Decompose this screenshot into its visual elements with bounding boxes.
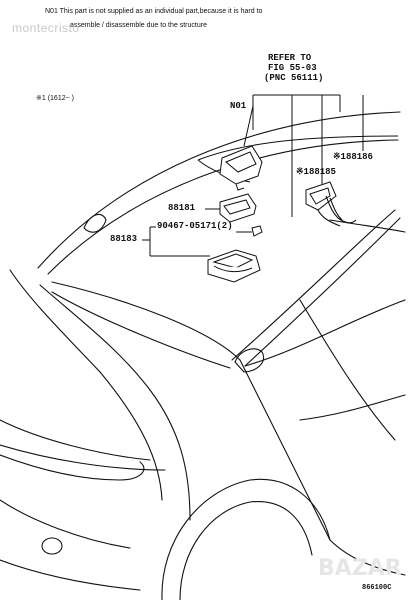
refer-line-2: FIG 55-03 [268,63,317,73]
door-front-edge [239,359,331,541]
a-pillar [231,209,396,361]
front-bumper [0,499,131,549]
side-mirror [234,348,264,373]
site-logo: BAZAR [318,556,402,581]
watermark-text: montecristo [12,21,80,35]
part-88185 [305,181,337,211]
label-88183: 88183 [110,234,138,244]
mirror [83,213,107,233]
part-88183 [207,249,261,283]
hood-front [0,419,151,461]
label-90467: 90467-05171(2) [157,221,233,231]
headlight [0,454,145,481]
part-88181 [219,193,257,223]
footnote-label: ※1 (1612− ) [36,95,74,102]
windshield-top-edge [37,111,401,269]
door-handle-area [329,539,406,576]
label-88181: 88181 [168,203,196,213]
part-88186 [317,195,357,227]
note-line-1: N01 This part is not supplied as an indi… [45,8,263,15]
part-90467-clip [251,225,263,237]
fog-light [41,537,63,555]
door-belt-line [244,299,406,367]
windshield-lower-edge [51,281,241,361]
part-n01 [219,145,263,191]
wheel-arch [161,478,331,600]
windshield-top-band [197,135,399,161]
windshield-inner-edge [47,139,399,275]
refer-line-1: REFER TO [268,53,312,63]
hood-line [39,284,151,391]
label-n01: N01 [230,101,247,111]
label-88186: ※188186 [333,152,373,162]
front-fender [99,371,163,501]
diagram-code: 866100C [362,584,392,592]
refer-line-3: (PNC 56111) [264,73,324,83]
hood-left-edge [9,269,101,373]
label-88185: ※188185 [296,167,336,177]
note-line-2: assemble / disassemble due to the struct… [70,22,207,29]
